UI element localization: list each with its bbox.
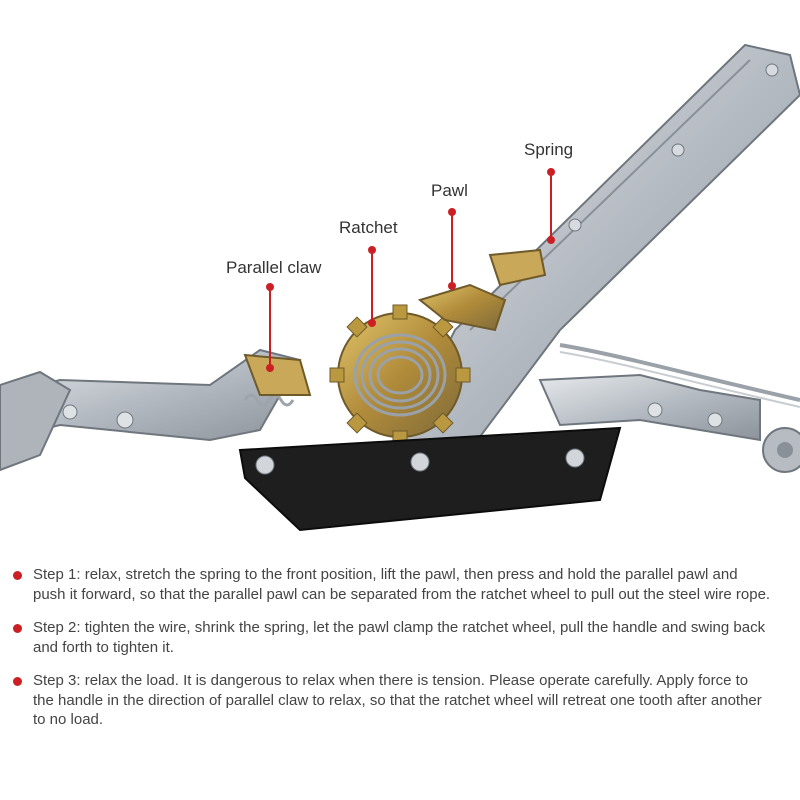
label-spring: Spring: [524, 140, 574, 159]
plate-bolt: [255, 455, 275, 475]
step-item: Step 3: relax the load. It is dangerous …: [13, 671, 773, 730]
steel-wire-rope: [559, 343, 800, 408]
step-text: Step 2: tighten the wire, shrink the spr…: [33, 619, 766, 656]
frame-bolt: [647, 402, 663, 418]
left-frame-arm: [0, 348, 302, 472]
frame-bolt: [707, 412, 723, 428]
plate-bolt: [410, 452, 430, 472]
handle-rivet: [765, 63, 779, 77]
bullet-icon: [13, 571, 22, 580]
leader-dot-pawl: [448, 208, 456, 216]
frame-bolt: [116, 411, 134, 429]
base-plate: [238, 426, 622, 532]
step-text: Step 3: relax the load. It is dangerous …: [33, 672, 762, 728]
label-pawl: Pawl: [431, 181, 468, 200]
bullet-icon: [13, 677, 22, 686]
leader-dot-parallel-claw: [266, 283, 274, 291]
handle-rivet: [568, 218, 582, 232]
right-frame-arm: [538, 373, 800, 473]
label-parallel-claw: Parallel claw: [226, 258, 322, 277]
plate-bolt: [565, 448, 585, 468]
leader-dot-pawl-end: [448, 282, 456, 290]
bullet-icon: [13, 624, 22, 633]
step-list: Step 1: relax, stretch the spring to the…: [0, 565, 800, 744]
handle-rivet: [671, 143, 685, 157]
leader-dot-ratchet: [368, 246, 376, 254]
label-ratchet: Ratchet: [339, 218, 398, 237]
step-text: Step 1: relax, stretch the spring to the…: [33, 566, 771, 603]
leader-dot-spring-end: [547, 236, 555, 244]
winch-illustration: [0, 43, 800, 532]
pawl: [417, 248, 547, 332]
callout-leaders: [266, 168, 555, 372]
leader-dot-spring: [547, 168, 555, 176]
parallel-claw: [243, 353, 312, 396]
step-item: Step 1: relax, stretch the spring to the…: [13, 565, 773, 604]
leader-dot-parallel-claw-end: [266, 364, 274, 372]
ratchet-wheel: [329, 304, 471, 446]
leader-dot-ratchet-end: [368, 319, 376, 327]
step-item: Step 2: tighten the wire, shrink the spr…: [13, 618, 773, 657]
frame-bolt: [62, 404, 78, 420]
